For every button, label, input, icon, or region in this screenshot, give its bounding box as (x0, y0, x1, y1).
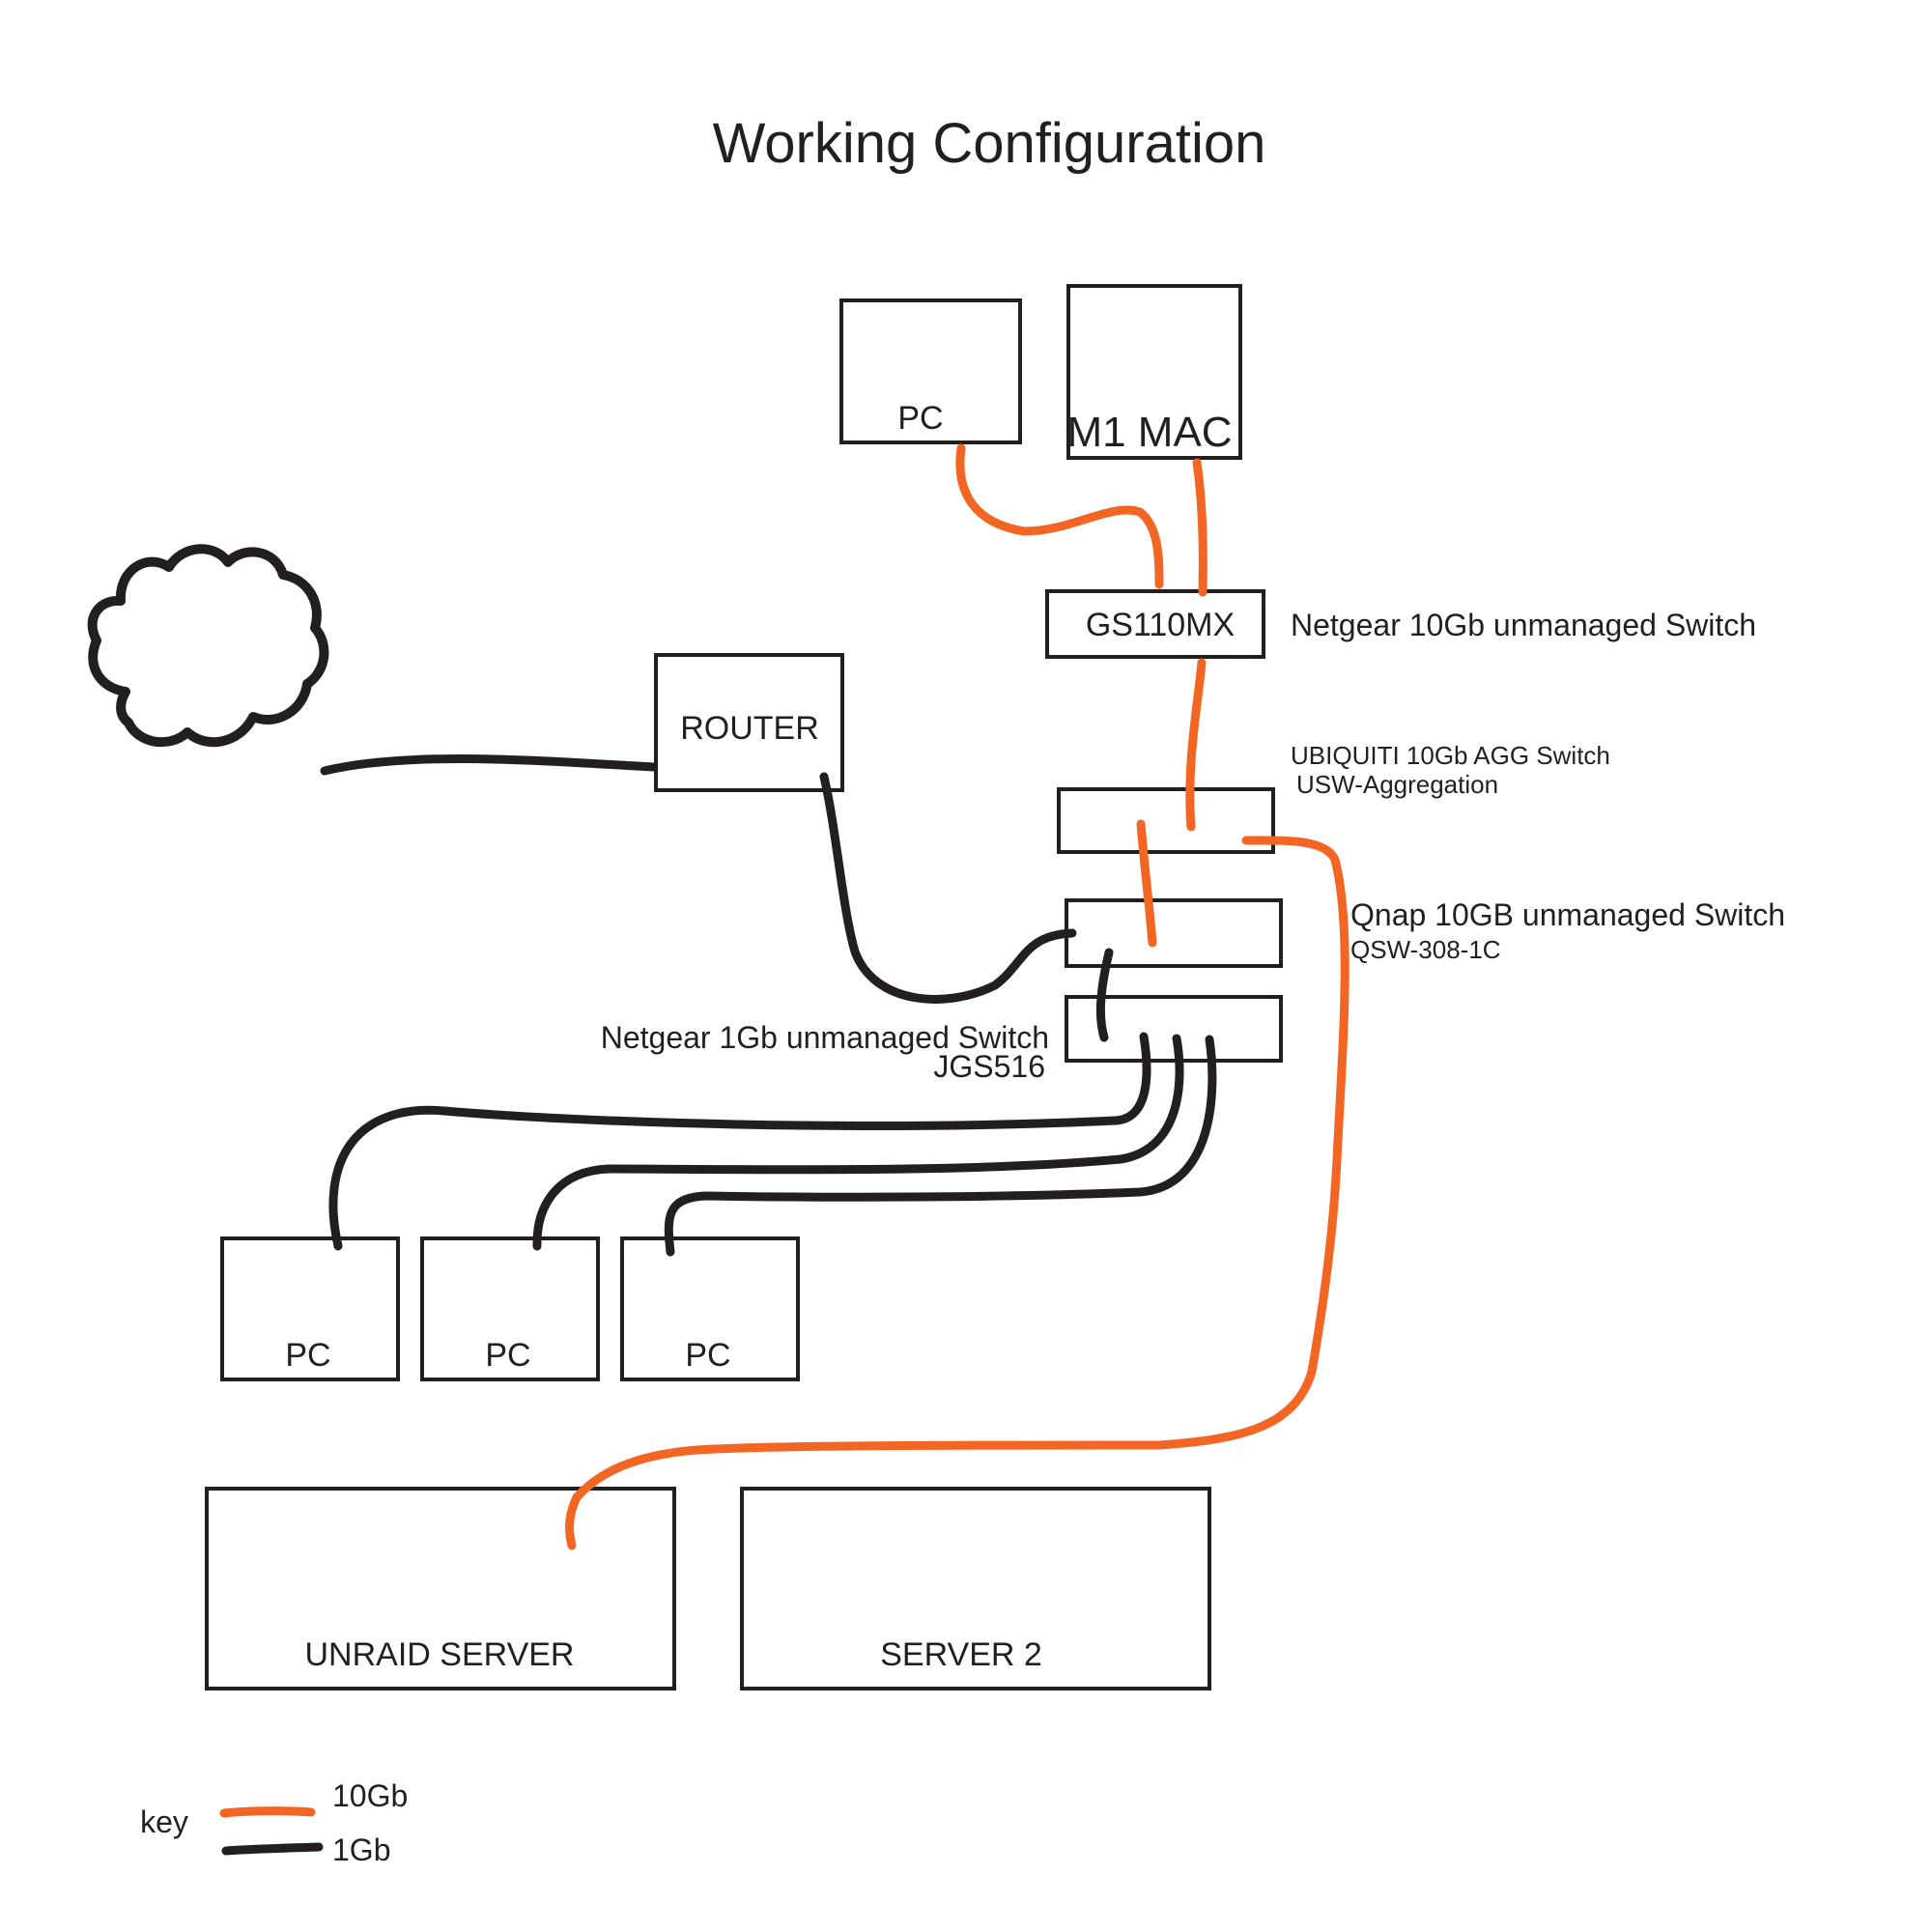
pc-top-label: PC (897, 400, 943, 437)
pc-3-box (620, 1236, 800, 1381)
key-10gb-swatch (219, 1806, 316, 1818)
cable-netgear-to-pc-2 (532, 1034, 1184, 1251)
qnap-switch-name: Qnap 10GB unmanaged Switch (1350, 897, 1785, 932)
ubiquiti-switch-name: UBIQUITI 10Gb AGG Switch (1291, 741, 1610, 770)
m1-mac-box (1066, 284, 1242, 460)
cloud-icon (87, 544, 329, 748)
key-1gb-label: 1Gb (332, 1833, 390, 1867)
unraid-server-box (205, 1487, 676, 1690)
pc-1-box (220, 1236, 400, 1381)
cable-router-to-netgear-1gb (819, 772, 1077, 1004)
cable-gs110mx-to-ubiquiti (1185, 658, 1207, 832)
router-label: ROUTER (680, 710, 819, 747)
m1-mac-label: M1 MAC (1066, 409, 1232, 456)
gs110mx-switch-box (1045, 589, 1265, 659)
key-label: key (140, 1804, 188, 1839)
router-box (654, 653, 844, 792)
cable-ubiquiti-to-unraid-server (565, 836, 1350, 1550)
cable-ubiquiti-to-qnap (1136, 819, 1157, 948)
unraid-server-label: UNRAID SERVER (305, 1636, 575, 1673)
netgear-1gb-switch-model: JGS516 (933, 1049, 1045, 1084)
pc-1-label: PC (285, 1337, 330, 1374)
pc-2-label: PC (485, 1337, 530, 1374)
qnap-switch-model: QSW-308-1C (1350, 935, 1501, 964)
qnap-switch-box (1065, 898, 1283, 968)
ubiquiti-switch-model: USW-Aggregation (1296, 770, 1498, 799)
pc-3-label: PC (685, 1337, 730, 1374)
server-2-box (740, 1487, 1211, 1690)
diagram-title: Working Configuration (713, 112, 1266, 175)
cable-netgear-to-pc-1 (328, 1032, 1151, 1251)
cable-m1-mac-to-gs110mx (1192, 458, 1208, 597)
cable-cloud-to-router (320, 753, 658, 776)
cable-qnap-to-netgear-1gb (1095, 948, 1114, 1042)
cable-pc-top-to-gs110mx (955, 443, 1164, 589)
pc-top-box (839, 298, 1022, 444)
cable-netgear-to-pc-3 (664, 1035, 1217, 1257)
server-2-label: SERVER 2 (880, 1636, 1042, 1673)
ubiquiti-agg-switch-box (1057, 787, 1275, 854)
gs110mx-label: GS110MX (1086, 607, 1235, 643)
gs110mx-description: Netgear 10Gb unmanaged Switch (1291, 608, 1756, 642)
pc-2-box (420, 1236, 600, 1381)
key-10gb-label: 10Gb (332, 1778, 408, 1813)
key-1gb-swatch (221, 1842, 324, 1856)
netgear-1gb-switch-name: Netgear 1Gb unmanaged Switch (601, 1020, 1049, 1055)
